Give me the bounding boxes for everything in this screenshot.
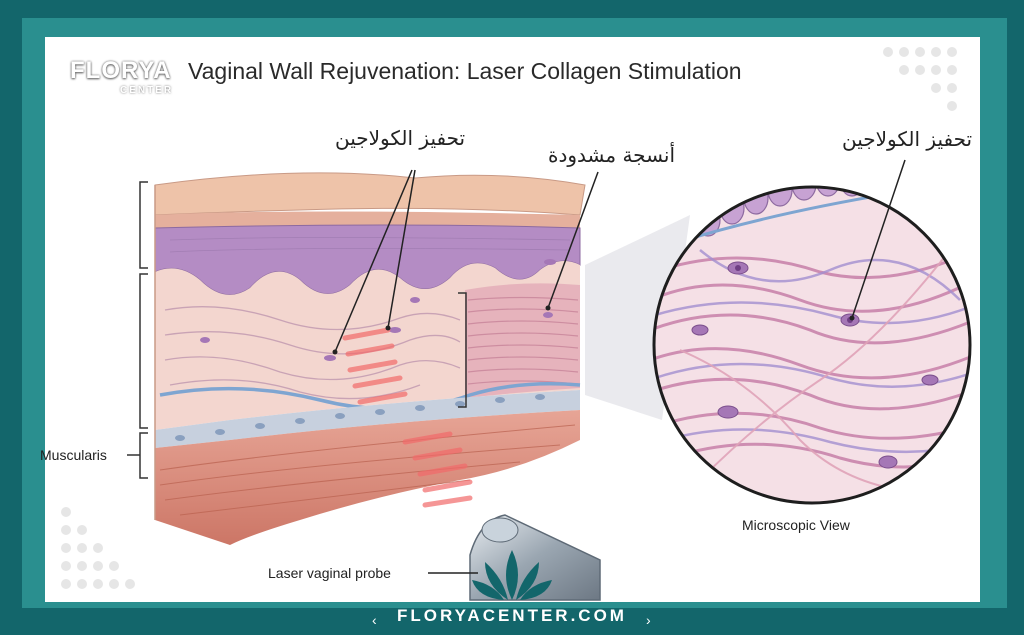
tissue-block xyxy=(154,172,586,545)
decorative-dots-top xyxy=(883,47,957,111)
pointer-lines xyxy=(334,159,906,574)
label-collagen-stimulation-left: تحفيز الكولاجين xyxy=(335,126,466,150)
label-tightened-tissue: أنسجة مشدودة xyxy=(548,143,676,167)
label-collagen-stimulation-right: تحفيز الكولاجين xyxy=(842,127,973,151)
logo-emblem xyxy=(472,550,552,600)
laser-beams xyxy=(342,327,473,508)
laser-probe xyxy=(469,514,601,601)
label-laser-probe: Laser vaginal probe xyxy=(268,565,391,581)
logo-name: FLORYA xyxy=(70,57,172,84)
microscopic-view-circle xyxy=(652,185,972,505)
logo-subtitle: CENTER xyxy=(120,85,174,96)
footer-chevron-left-icon: ‹ xyxy=(372,612,377,628)
label-microscopic-view: Microscopic View xyxy=(742,517,850,533)
layer-brackets xyxy=(127,181,467,479)
label-muscularis: Muscularis xyxy=(40,447,107,463)
page-title: Vaginal Wall Rejuvenation: Laser Collage… xyxy=(188,58,742,84)
footer-website[interactable]: FLORYACENTER.COM xyxy=(397,606,627,625)
footer-chevron-right-icon: › xyxy=(646,612,651,628)
decorative-dots-bottom xyxy=(61,507,135,589)
